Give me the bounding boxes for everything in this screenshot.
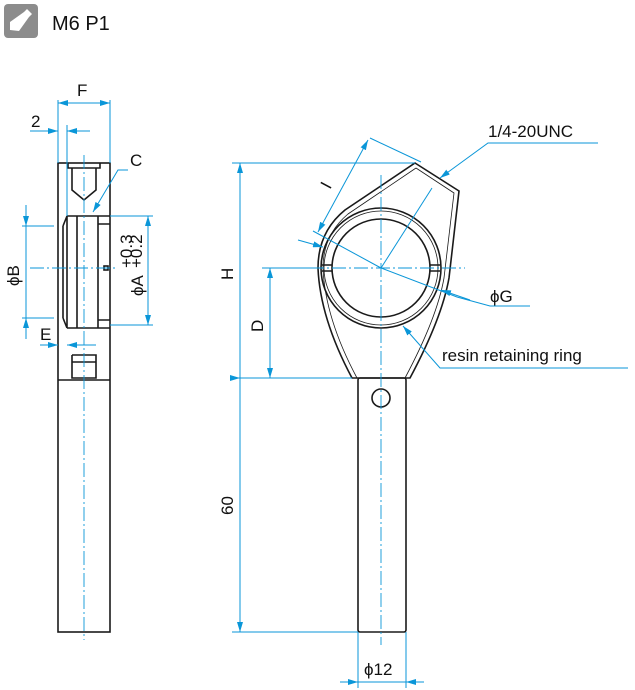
dim-F: F [77, 81, 87, 100]
resin-ring-label: resin retaining ring [442, 346, 582, 365]
dim-phiG: ϕG [490, 287, 513, 306]
dim-I: I [317, 179, 336, 192]
dim-D: D [248, 320, 267, 332]
side-view [22, 100, 153, 640]
thread-label: 1/4-20UNC [488, 122, 573, 141]
model-title: M6 P1 [52, 13, 110, 35]
dim-phi12: ϕ12 [364, 660, 392, 679]
dim-E: E [40, 325, 51, 344]
dim-phiB: ϕB [4, 265, 23, 286]
dim-2: 2 [31, 112, 40, 131]
dim-H: H [218, 268, 237, 280]
tol-upper: +0.3 [117, 234, 136, 268]
dim-60: 60 [218, 496, 237, 515]
tol-lower: +0.2 [127, 234, 146, 268]
label-C: C [130, 151, 142, 170]
front-view [232, 137, 628, 688]
wrench-icon [4, 4, 38, 38]
dim-phiA: ϕA [128, 274, 147, 296]
